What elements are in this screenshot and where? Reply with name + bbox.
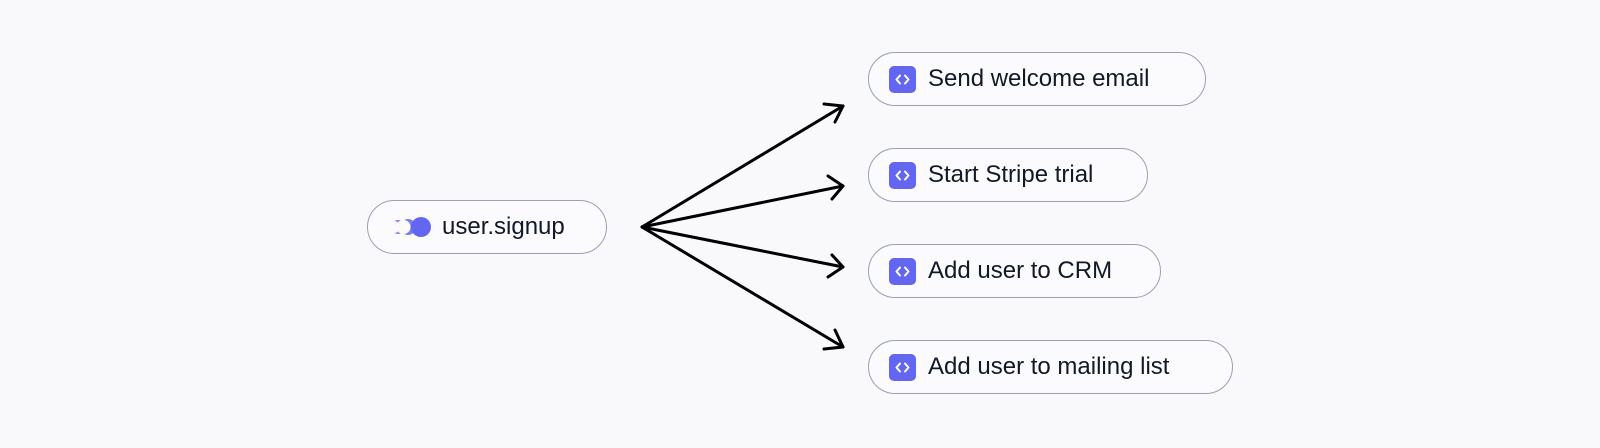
action-node-label: Add user to mailing list [928,353,1170,380]
event-node-user-signup[interactable]: user.signup [367,200,607,254]
event-trigger-icon [388,215,432,239]
event-node-label: user.signup [442,213,565,240]
code-function-icon [889,257,916,285]
action-node-start-stripe-trial[interactable]: Start Stripe trial [868,148,1148,202]
action-node-label: Send welcome email [928,65,1150,92]
arrow-to-send-welcome-email [640,102,845,229]
arrow-to-add-user-to-crm [640,225,845,279]
action-node-send-welcome-email[interactable]: Send welcome email [868,52,1206,106]
action-node-label: Add user to CRM [928,257,1113,284]
action-node-label: Start Stripe trial [928,161,1094,188]
code-function-icon [889,161,916,189]
action-node-add-user-to-crm[interactable]: Add user to CRM [868,244,1161,298]
code-function-icon [889,65,916,93]
code-function-icon [889,353,916,381]
arrow-to-add-user-to-mailing-list [640,225,845,351]
action-node-add-user-to-mailing-list[interactable]: Add user to mailing list [868,340,1233,394]
arrow-to-start-stripe-trial [640,174,845,229]
